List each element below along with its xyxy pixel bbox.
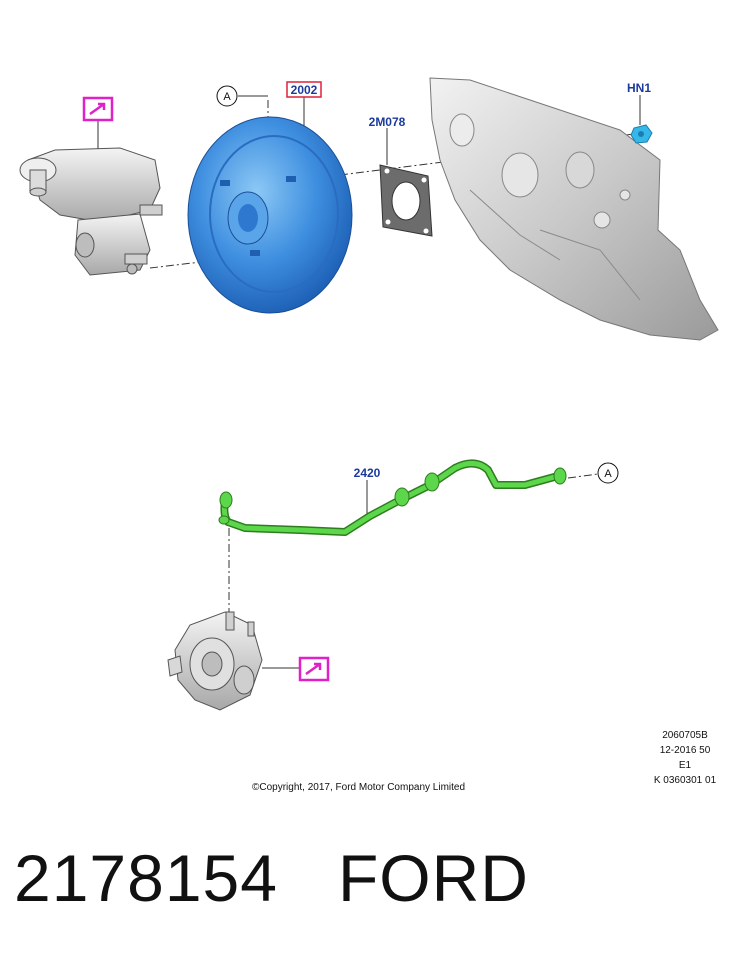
caption: 2178154 FORD [14,840,529,916]
drawing-date: 12-2016 50 [659,745,711,756]
vacuum-hose [218,459,567,536]
svg-text:A: A [223,91,231,103]
gasket [379,164,433,237]
drawing-edition: E1 [678,760,692,771]
drawing-info: 2060705B 12-2016 50 E1 K 0360301 01 [640,728,730,788]
reference-marker-a: A [216,85,238,107]
brake-booster [187,116,353,314]
svg-text:2002: 2002 [291,83,318,97]
part-number: 2178154 [14,841,278,915]
vacuum-pump [167,611,263,711]
reference-marker-a: A [597,462,619,484]
master-cylinder [19,147,163,276]
callout-hose: 2420 [354,466,381,480]
nut-hn1 [630,124,653,144]
drawing-reference: K 0360301 01 [653,775,717,786]
exploded-parts-diagram: A A 2002 2M078 HN1 2420 [19,77,719,711]
callout-gasket: 2M078 [369,115,406,129]
callout-nut: HN1 [627,81,651,95]
drawing-code: 2060705B [662,730,708,741]
brand-name: FORD [337,841,529,915]
service-arrow-icon [82,96,114,122]
dash-panel [429,77,719,341]
svg-text:A: A [604,468,612,480]
callout-booster: 2002 [286,81,322,98]
service-arrow-icon [298,656,330,682]
copyright-notice: ©Copyright, 2017, Ford Motor Company Lim… [252,782,466,793]
